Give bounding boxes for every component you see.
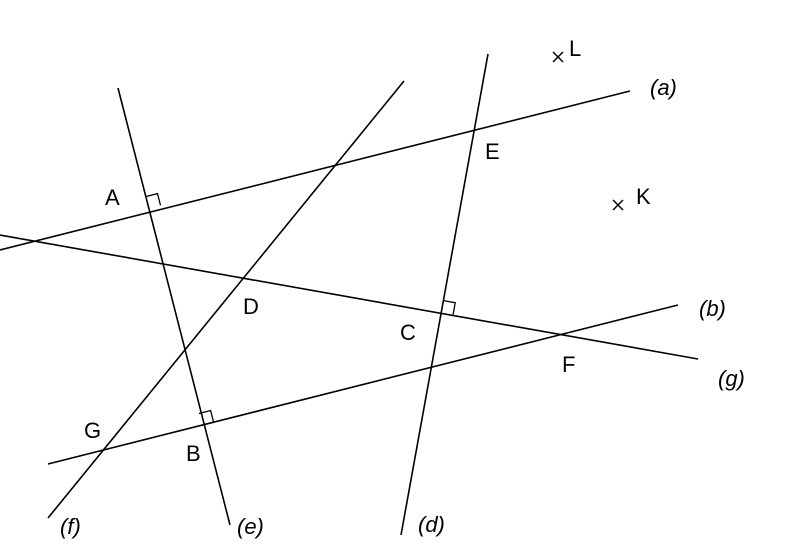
line-g bbox=[0, 234, 699, 360]
right-angle-marker-a bbox=[145, 192, 162, 206]
line-b bbox=[47, 304, 679, 465]
point-label-e: E bbox=[485, 139, 500, 164]
point-l-marker bbox=[552, 51, 564, 63]
point-label-l: L bbox=[569, 36, 581, 61]
line-label-a: (a) bbox=[650, 75, 677, 100]
line-label-g: (g) bbox=[718, 366, 745, 391]
point-label-c: C bbox=[400, 320, 416, 345]
right-angle-marker-c bbox=[443, 299, 456, 315]
right-angle-marker-b bbox=[198, 409, 215, 423]
point-label-f: F bbox=[562, 352, 575, 377]
line-label-f: (f) bbox=[60, 514, 81, 539]
point-label-b: B bbox=[186, 441, 201, 466]
point-label-a: A bbox=[105, 185, 120, 210]
point-label-k: K bbox=[636, 184, 651, 209]
line-d bbox=[400, 53, 489, 536]
line-label-d: (d) bbox=[418, 512, 445, 537]
point-k-marker bbox=[612, 199, 624, 211]
line-f bbox=[47, 80, 405, 519]
point-label-d: D bbox=[243, 294, 259, 319]
point-label-g: G bbox=[84, 418, 101, 443]
line-label-e: (e) bbox=[237, 514, 264, 539]
line-label-b: (b) bbox=[699, 296, 726, 321]
line-e bbox=[117, 87, 231, 526]
line-a bbox=[0, 90, 631, 251]
